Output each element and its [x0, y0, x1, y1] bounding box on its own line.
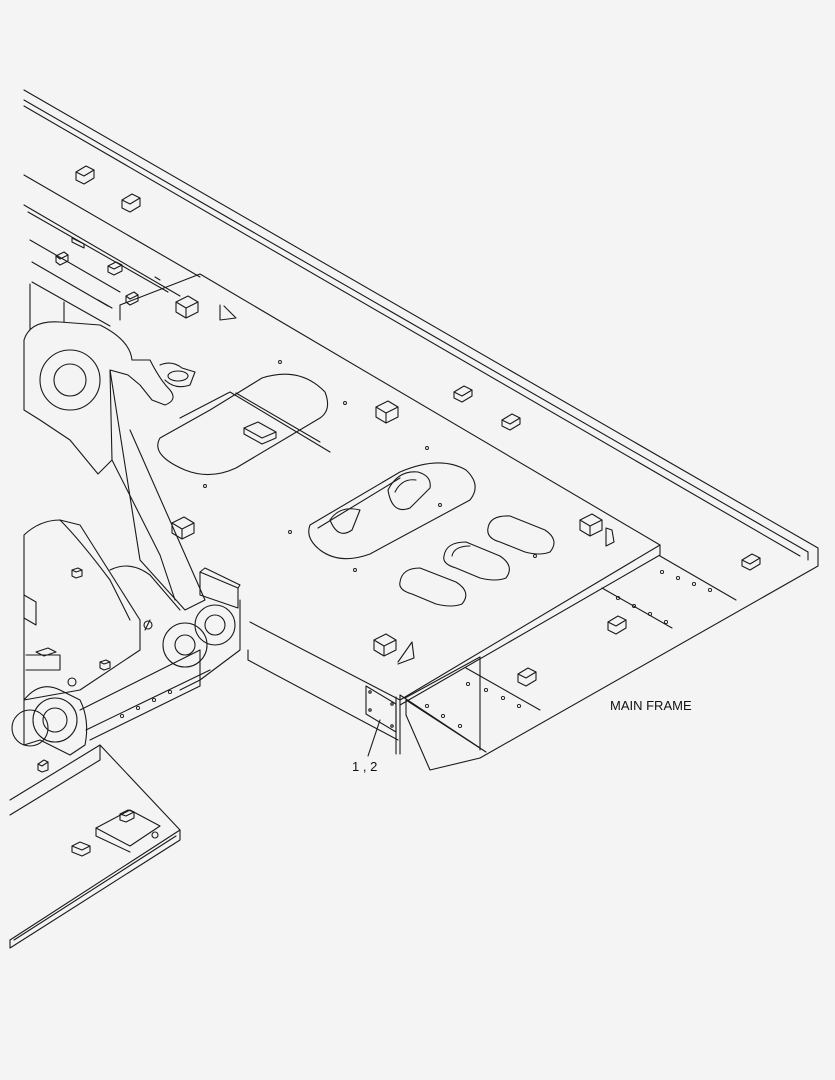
gussets [219, 304, 615, 665]
lower-knuckle [11, 647, 88, 756]
id-plate [365, 685, 397, 757]
lower-left-rails [23, 567, 211, 741]
inner-rails [23, 174, 201, 331]
cross-member [399, 555, 737, 771]
slot-holes [399, 515, 555, 607]
deck-plate [119, 273, 661, 755]
boom-link-lower [23, 519, 241, 701]
lower-frame-corner [9, 744, 181, 949]
main-frame-label: MAIN FRAME [610, 698, 692, 713]
deck-holes [203, 360, 537, 572]
cutout-middle [308, 462, 476, 560]
boom-link-upper [23, 321, 206, 611]
part-callout-label: 1 , 2 [352, 759, 378, 774]
side-rail [23, 89, 819, 759]
cutout-upper [157, 373, 331, 476]
mounting-blocks [55, 165, 761, 687]
